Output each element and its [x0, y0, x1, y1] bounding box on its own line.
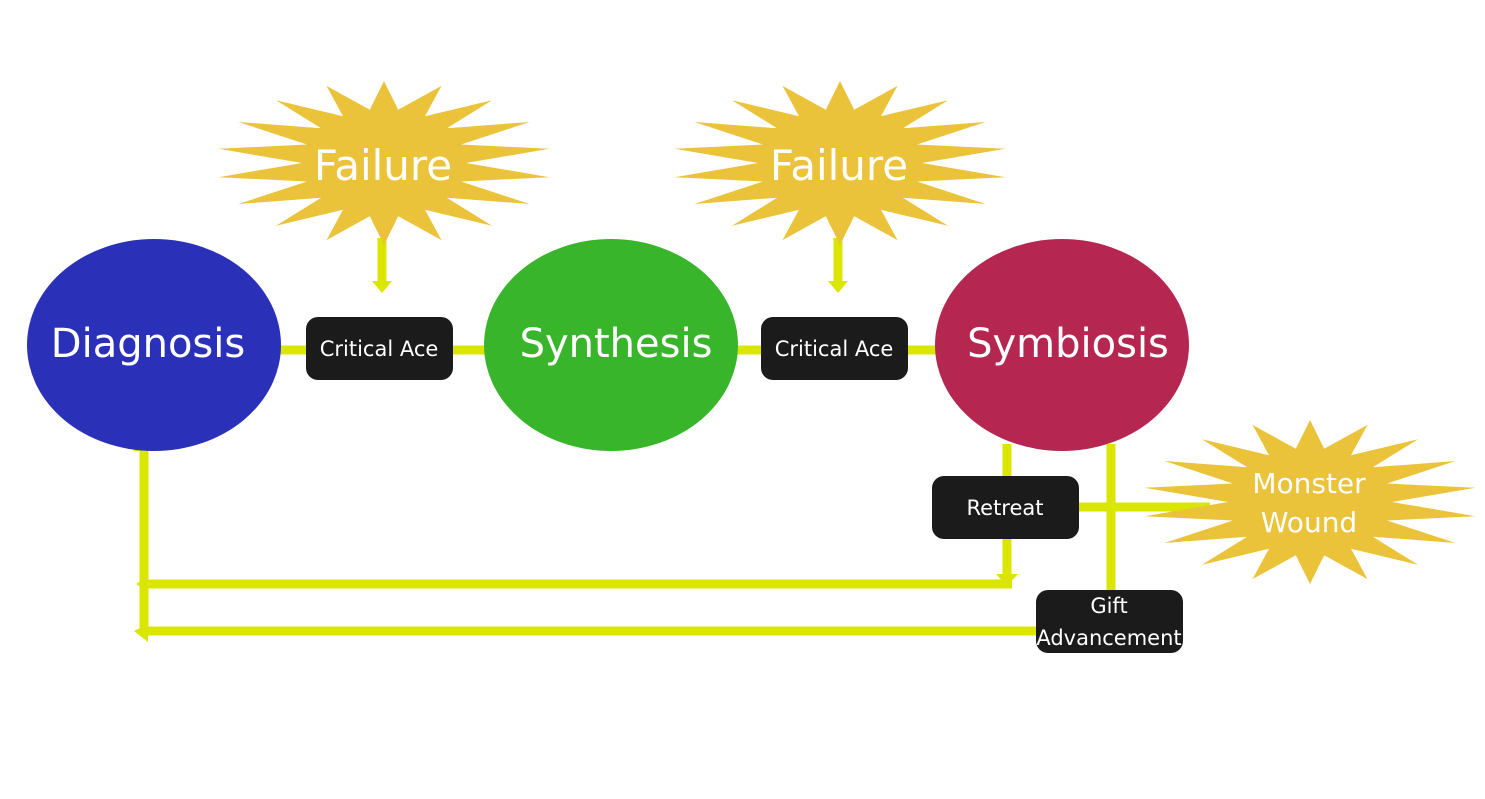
gift-advancement-label-line1: Gift: [1090, 594, 1127, 618]
arrowhead-retreat-down: [996, 574, 1018, 586]
critical-ace-label-2: Critical Ace: [775, 337, 894, 361]
arrowhead-left-2: [134, 624, 148, 642]
failure-label-2: Failure: [770, 141, 908, 190]
monster-wound-label-line2: Wound: [1261, 506, 1357, 539]
monster-wound-burst: [1144, 420, 1476, 584]
arrowhead-left-1: [136, 577, 148, 591]
retreat-box: [932, 476, 1079, 539]
gift-advancement-box: [1036, 590, 1183, 653]
symbiosis-node: [935, 239, 1189, 451]
connectors: [139, 238, 1210, 636]
arrowhead-to-ace2: [828, 281, 848, 293]
synthesis-label: Synthesis: [520, 321, 713, 367]
critical-ace-label-1: Critical Ace: [320, 337, 439, 361]
critical-ace-box-2: [761, 317, 908, 380]
failure-burst-1: [218, 81, 550, 245]
failure-burst-2: [674, 81, 1006, 245]
gift-advancement-label-line2: Advancement: [1036, 626, 1181, 650]
synthesis-node: [484, 239, 738, 451]
diagnosis-label: Diagnosis: [51, 321, 245, 367]
diagnosis-node: [27, 239, 281, 451]
critical-ace-box-1: [306, 317, 453, 380]
arrowhead-to-ace1: [372, 281, 392, 293]
retreat-label: Retreat: [967, 496, 1044, 520]
symbiosis-label: Symbiosis: [967, 321, 1169, 367]
monster-wound-label-line1: Monster: [1252, 467, 1366, 500]
failure-label-1: Failure: [314, 141, 452, 190]
